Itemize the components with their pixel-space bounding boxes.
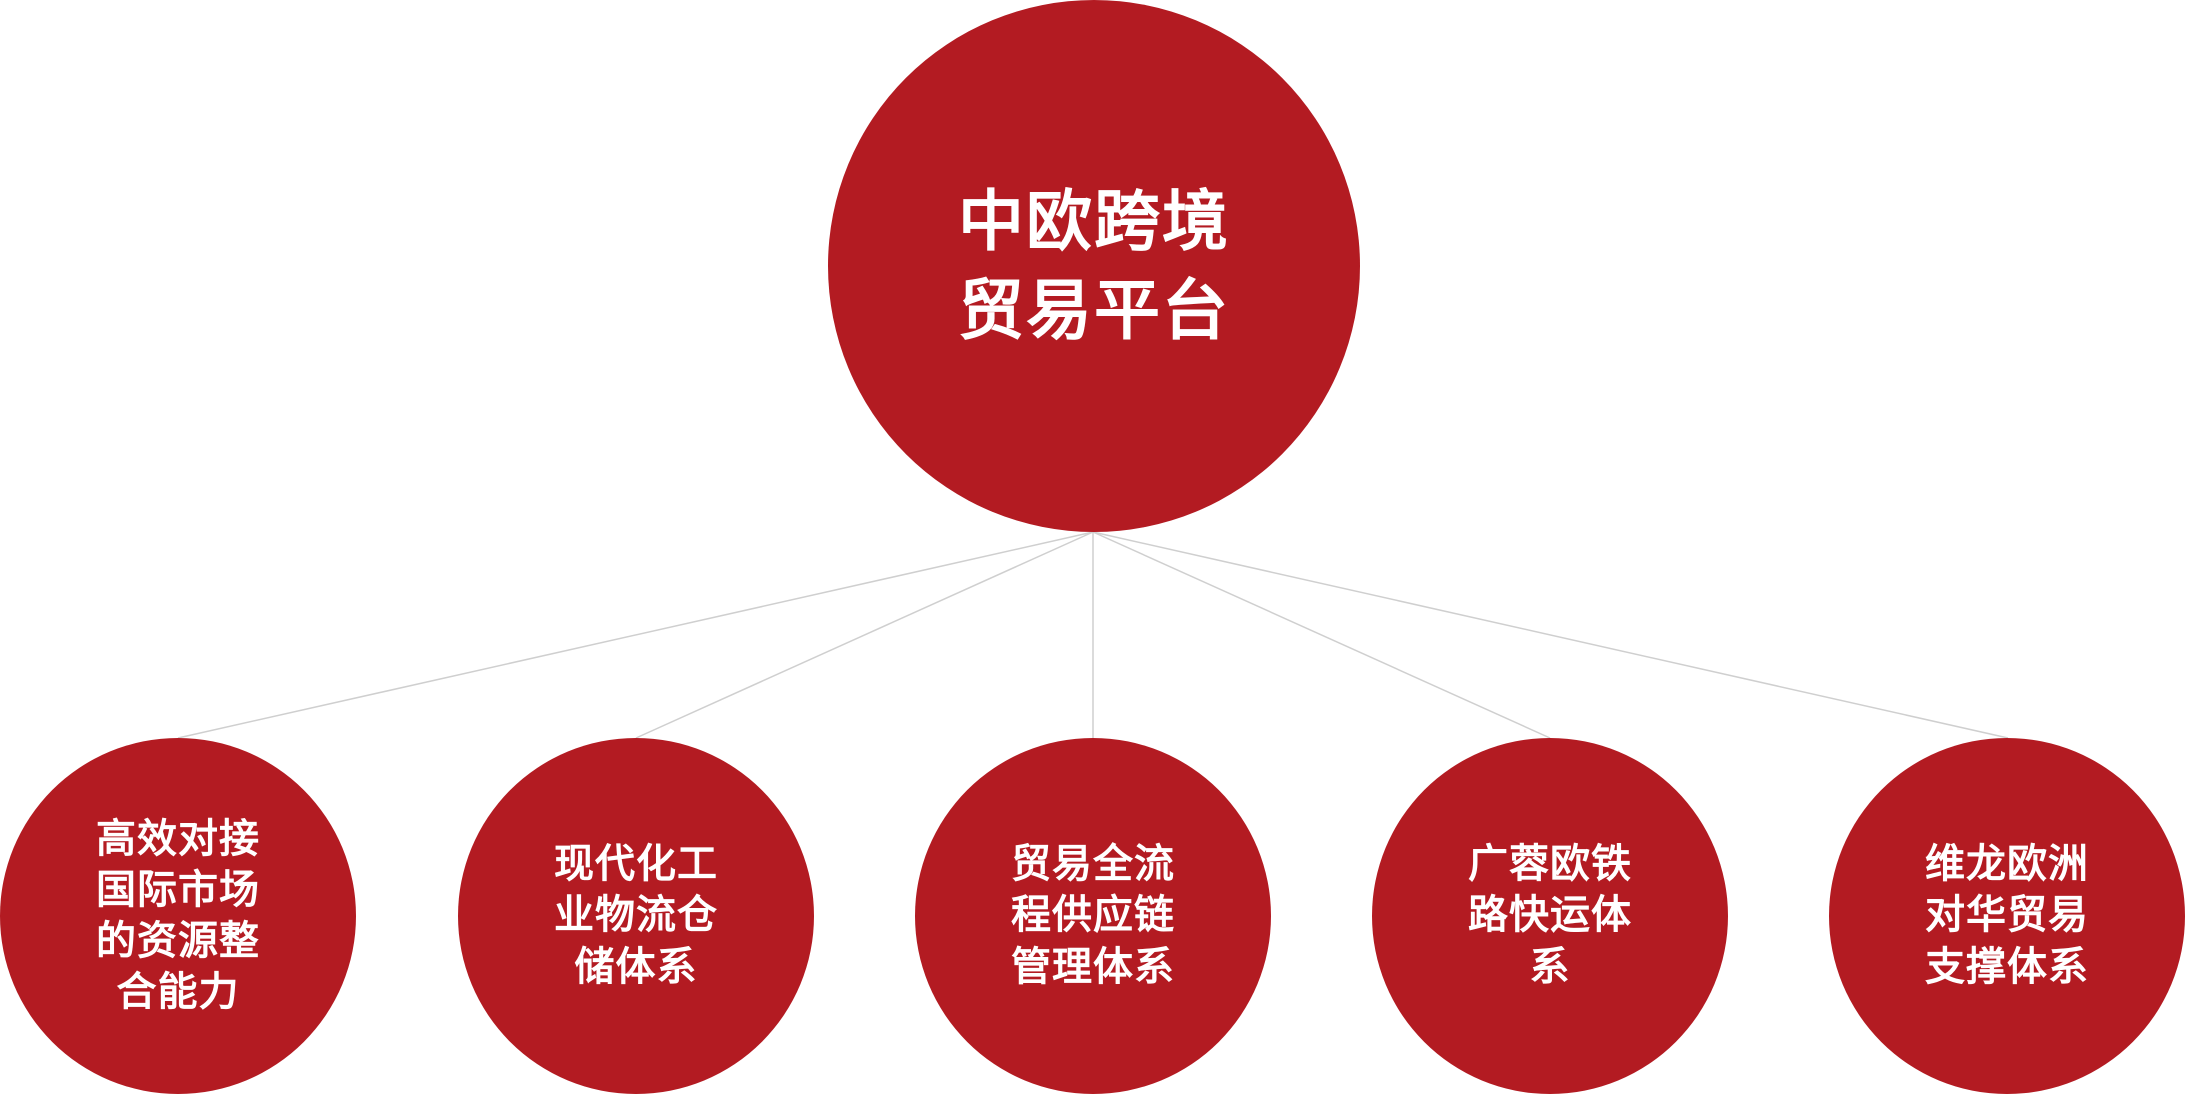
child-node-1: 高效对接国际市场的资源整合能力 [0,738,356,1094]
child-node-label: 高效对接国际市场的资源整合能力 [96,815,260,1016]
child-node-label: 现代化工业物流仓储体系 [554,841,718,990]
connector-line-5 [1092,531,2009,739]
child-node-5: 维龙欧洲对华贸易支撑体系 [1829,738,2185,1094]
child-node-label: 贸易全流程供应链管理体系 [1011,841,1175,990]
connector-line-2 [635,531,1094,739]
child-node-3: 贸易全流程供应链管理体系 [915,738,1271,1094]
root-node-label: 中欧跨境贸易平台 [958,182,1230,349]
child-node-4: 广蓉欧铁路快运体系 [1372,738,1728,1094]
child-node-label: 维龙欧洲对华贸易支撑体系 [1925,841,2089,990]
connector-line-1 [177,531,1094,739]
child-node-label: 广蓉欧铁路快运体系 [1468,841,1632,990]
connector-line-4 [1092,531,1551,739]
child-node-2: 现代化工业物流仓储体系 [458,738,814,1094]
root-node: 中欧跨境贸易平台 [828,0,1360,532]
